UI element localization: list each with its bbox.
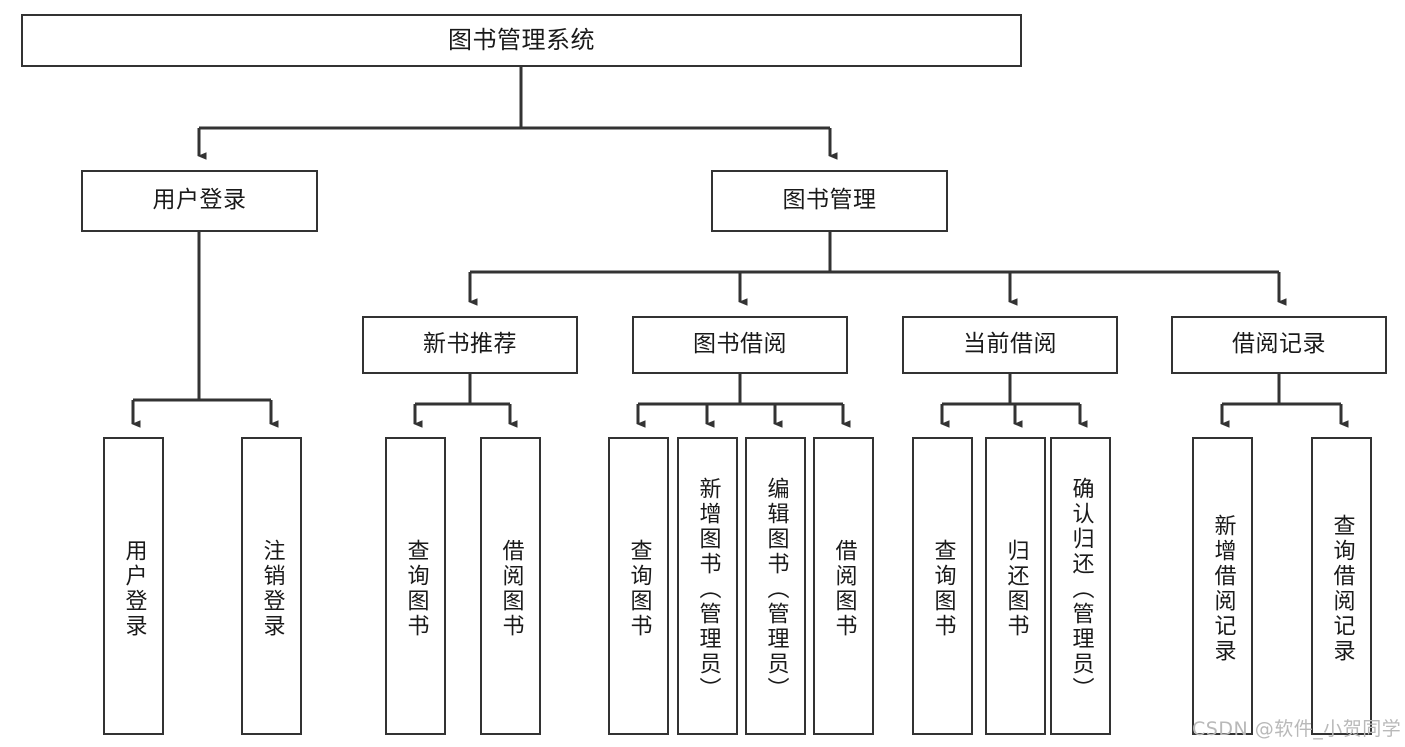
node-book-management[interactable]: 图书管理 bbox=[711, 170, 948, 232]
node-label: 图书管理系统 bbox=[448, 26, 595, 55]
node-book-borrowing[interactable]: 图书借阅 bbox=[632, 316, 848, 374]
node-user-login[interactable]: 用户登录 bbox=[81, 170, 318, 232]
node-label: 新书推荐 bbox=[423, 331, 517, 358]
node-label: 用户登录 bbox=[121, 539, 147, 639]
node-label: 查询图书 bbox=[930, 539, 956, 639]
node-label: 新增借阅记录 bbox=[1210, 514, 1236, 664]
leaf-confirm-return-admin[interactable]: 确认归还（管理员） bbox=[1050, 437, 1111, 735]
node-label: 新增图书（管理员） bbox=[695, 476, 721, 702]
node-label: 用户登录 bbox=[152, 187, 247, 214]
leaf-user-login[interactable]: 用户登录 bbox=[103, 437, 164, 735]
node-label: 借阅图书 bbox=[831, 539, 857, 639]
node-label: 查询图书 bbox=[403, 539, 429, 639]
leaf-query-book-current[interactable]: 查询图书 bbox=[912, 437, 973, 735]
node-current-borrowing[interactable]: 当前借阅 bbox=[902, 316, 1118, 374]
leaf-query-book-borrowing[interactable]: 查询图书 bbox=[608, 437, 669, 735]
leaf-return-book[interactable]: 归还图书 bbox=[985, 437, 1046, 735]
leaf-edit-book-admin[interactable]: 编辑图书（管理员） bbox=[745, 437, 806, 735]
node-label: 查询借阅记录 bbox=[1329, 514, 1355, 664]
node-new-book-recommendation[interactable]: 新书推荐 bbox=[362, 316, 578, 374]
leaf-add-book-admin[interactable]: 新增图书（管理员） bbox=[677, 437, 738, 735]
node-label: 当前借阅 bbox=[963, 331, 1057, 358]
leaf-add-borrow-record[interactable]: 新增借阅记录 bbox=[1192, 437, 1253, 735]
csdn-watermark: CSDN @软件_小贺同学 bbox=[1192, 718, 1402, 740]
leaf-borrow-book-newbook[interactable]: 借阅图书 bbox=[480, 437, 541, 735]
node-label: 查询图书 bbox=[626, 539, 652, 639]
leaf-borrow-book[interactable]: 借阅图书 bbox=[813, 437, 874, 735]
node-label: 注销登录 bbox=[259, 539, 285, 639]
node-label: 归还图书 bbox=[1003, 539, 1029, 639]
node-root-book-management-system[interactable]: 图书管理系统 bbox=[21, 14, 1022, 67]
leaf-query-borrow-record[interactable]: 查询借阅记录 bbox=[1311, 437, 1372, 735]
node-label: 确认归还（管理员） bbox=[1068, 476, 1094, 702]
node-borrowing-records[interactable]: 借阅记录 bbox=[1171, 316, 1387, 374]
node-label: 图书借阅 bbox=[693, 331, 787, 358]
leaf-query-book-newbook[interactable]: 查询图书 bbox=[385, 437, 446, 735]
node-label: 图书管理 bbox=[782, 187, 877, 214]
leaf-logout[interactable]: 注销登录 bbox=[241, 437, 302, 735]
node-label: 借阅图书 bbox=[498, 539, 524, 639]
node-label: 编辑图书（管理员） bbox=[763, 476, 789, 702]
node-label: 借阅记录 bbox=[1232, 331, 1326, 358]
